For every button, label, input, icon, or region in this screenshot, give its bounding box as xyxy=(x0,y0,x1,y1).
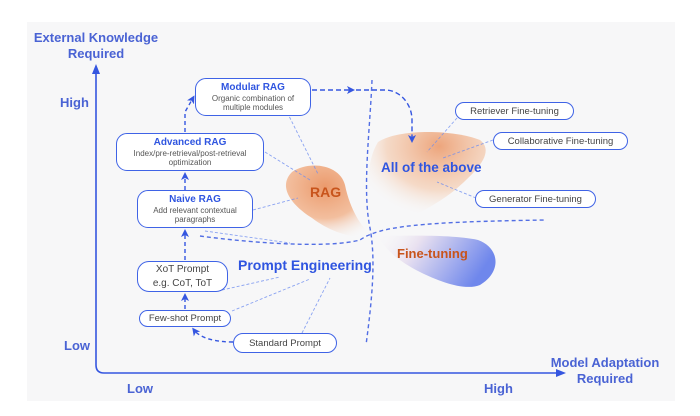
few-shot-prompt-node[interactable]: Few-shot Prompt xyxy=(139,310,231,327)
connector-generator-all xyxy=(436,181,477,199)
rag-region-blob xyxy=(285,165,372,238)
y-tick-low: Low xyxy=(64,338,90,353)
y-tick-high: High xyxy=(60,95,89,110)
connector-retriever-all xyxy=(426,117,458,153)
connector-standard-pe xyxy=(301,277,331,334)
vertical-divider xyxy=(365,79,374,346)
axes-lines xyxy=(95,72,558,374)
x-axis-title-line2: Required xyxy=(576,370,634,386)
rag-region-label: RAG xyxy=(310,184,342,200)
xot-prompt-node[interactable]: XoT Prompt e.g. CoT, ToT xyxy=(137,261,228,292)
naive-rag-title: Naive RAG xyxy=(169,193,221,205)
fine-tuning-region-label: Fine-tuning xyxy=(397,246,468,261)
all-of-the-above-label: All of the above xyxy=(381,160,482,175)
naive-rag-desc-2: paragraphs xyxy=(174,215,216,224)
advanced-rag-node[interactable]: Advanced RAG Index/pre-retrieval/post-re… xyxy=(116,133,264,171)
standard-prompt-node[interactable]: Standard Prompt xyxy=(233,333,337,353)
advanced-rag-desc-2: optimization xyxy=(168,158,212,167)
connector-few-pe xyxy=(231,278,311,312)
connector-modular-rag xyxy=(284,107,319,175)
connector-collab-all xyxy=(442,139,494,159)
x-tick-low: Low xyxy=(127,381,153,396)
y-axis-title-line2: Required xyxy=(67,45,125,61)
connector-naive-divider xyxy=(204,230,291,244)
x-tick-high: High xyxy=(484,381,513,396)
xot-prompt-title: XoT Prompt xyxy=(155,264,210,275)
advanced-rag-desc-1: Index/pre-retrieval/post-retrieval xyxy=(133,148,247,158)
modular-rag-node[interactable]: Modular RAG Organic combination of multi… xyxy=(195,78,311,116)
arrow-curve-to-all xyxy=(356,89,416,143)
advanced-rag-title: Advanced RAG xyxy=(153,136,227,148)
connector-naive-rag xyxy=(252,197,299,211)
arrow-advanced-to-modular xyxy=(184,95,195,132)
xot-prompt-examples: e.g. CoT, ToT xyxy=(152,277,213,289)
generator-finetuning-node[interactable]: Generator Fine-tuning xyxy=(475,190,596,208)
arrow-standard-to-few xyxy=(192,327,234,343)
modular-rag-desc-1: Organic combination of xyxy=(211,93,295,103)
y-axis-title-line1: External Knowledge xyxy=(33,30,159,45)
x-axis-title: Model Adaptation Required xyxy=(540,355,670,386)
retriever-finetuning-node[interactable]: Retriever Fine-tuning xyxy=(455,102,574,120)
modular-rag-desc-2: multiple modules xyxy=(222,103,284,112)
connector-advanced-rag xyxy=(264,151,311,181)
x-axis-title-line1: Model Adaptation xyxy=(550,355,660,370)
naive-rag-node[interactable]: Naive RAG Add relevant contextual paragr… xyxy=(137,190,253,228)
finetuning-region-blob xyxy=(378,235,496,287)
y-axis-title: External Knowledge Required xyxy=(26,30,166,61)
collaborative-finetuning-node[interactable]: Collaborative Fine-tuning xyxy=(493,132,628,150)
x-axis-arrowhead xyxy=(556,369,566,377)
y-axis-arrowhead xyxy=(92,64,100,74)
horizontal-divider xyxy=(199,219,546,246)
modular-rag-title: Modular RAG xyxy=(221,81,285,93)
connector-xot-pe xyxy=(221,276,281,291)
all-region-blob xyxy=(369,132,486,228)
naive-rag-desc-1: Add relevant contextual xyxy=(153,205,237,215)
prompt-engineering-label: Prompt Engineering xyxy=(238,257,372,273)
